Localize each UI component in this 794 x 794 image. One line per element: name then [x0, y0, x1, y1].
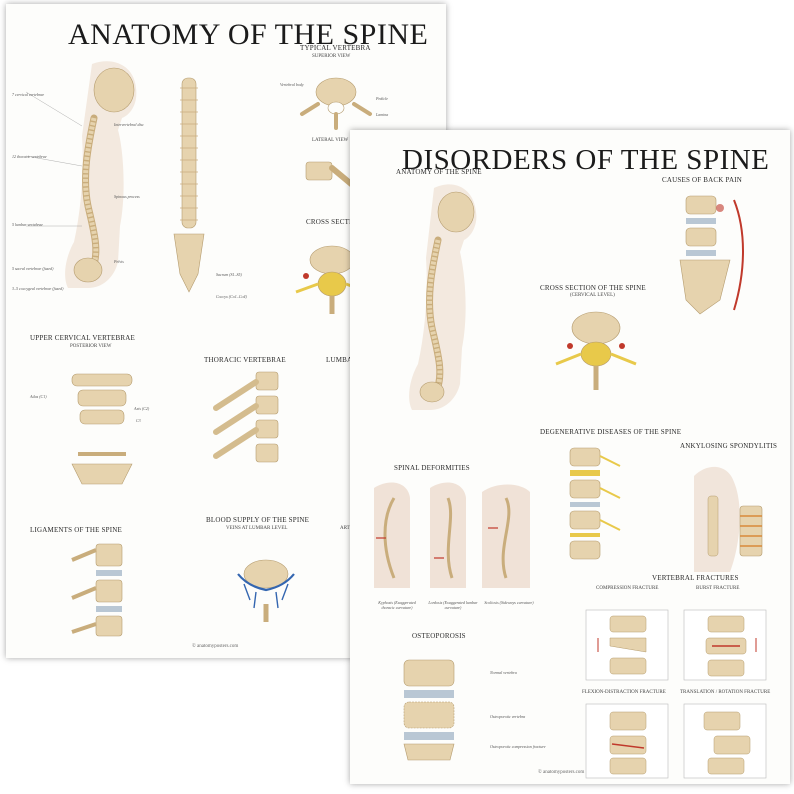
section-blood-supply: BLOOD SUPPLY OF THE SPINE [206, 516, 310, 524]
label-pelvis: Pelvis [114, 259, 124, 264]
label-lumbar: 5 lumbar vertebrae [12, 222, 43, 227]
label-osteoporotic-vertebra: Osteoporotic vertebra [490, 714, 526, 719]
label-scoliosis: Scoliosis (Sideways curvature) [484, 600, 534, 605]
section-causes: CAUSES OF BACK PAIN [662, 176, 742, 184]
label-lamina: Lamina [376, 112, 389, 117]
ankylosing-figure [674, 456, 774, 576]
label-c3: C3 [136, 418, 141, 423]
label-osteoporotic-compression: Osteoporotic compression fracture [490, 744, 546, 749]
label-normal-vertebra: Normal vertebra [490, 670, 517, 675]
label-coccyx: Coccyx (Co1–Co4) [216, 294, 247, 299]
anatomy-spine-figure [374, 178, 504, 428]
section-upper-cervical-posterior: POSTERIOR VIEW [70, 344, 112, 349]
poster-title: DISORDERS OF THE SPINE [402, 144, 770, 176]
label-axis: Axis (C2) [134, 406, 150, 411]
label-pedicle: Pedicle [376, 96, 388, 101]
section-lumbar: LUMBAR V [326, 356, 365, 364]
degenerative-figure [550, 442, 630, 562]
blood-supply-figure [226, 544, 306, 624]
cervical-cross-section-figure [546, 304, 646, 394]
causes-back-pain-figure [650, 190, 760, 320]
section-upper-cervical: UPPER CERVICAL VERTEBRAE [30, 334, 135, 342]
label-intervertebral-disc: Intervertebral disc [114, 122, 144, 127]
section-ankylosing: ANKYLOSING SPONDYLITIS [680, 442, 778, 450]
section-thoracic: THORACIC VERTEBRAE [204, 356, 286, 364]
label-spinous-process: Spinous process [114, 194, 140, 199]
label-flexion-fracture: FLEXION-DISTRACTION FRACTURE [582, 690, 666, 695]
section-typical-vertebra: TYPICAL VERTEBRA [300, 44, 371, 52]
section-deformities: SPINAL DEFORMITIES [394, 464, 470, 472]
deformities-figure [364, 478, 534, 598]
osteoporosis-figure [374, 654, 494, 764]
label-atlas: Atlas (C1) [30, 394, 47, 399]
label-lordosis: Lordosis (Exaggerated lumbar curvature) [428, 600, 478, 610]
disorders-poster: DISORDERS OF THE SPINE ANATOMY OF THE SP… [350, 130, 790, 784]
label-vertebral-body: Vertebral body [280, 82, 304, 87]
section-degenerative: DEGENERATIVE DISEASES OF THE SPINE [540, 428, 682, 436]
thoracic-figure [206, 368, 296, 478]
label-translation-fracture: TRANSLATION / ROTATION FRACTURE [680, 690, 771, 695]
section-cross-section-sub: (CERVICAL LEVEL) [570, 293, 615, 298]
footer-copyright: © anatomyposters.com [192, 644, 239, 649]
section-fractures: VERTEBRAL FRACTURES [652, 574, 739, 582]
section-typical-vertebra-superior: SUPERIOR VIEW [312, 54, 351, 59]
posterior-spine-figure [164, 74, 214, 304]
section-osteoporosis: OSTEOPOROSIS [412, 632, 466, 640]
ligaments-figure [66, 540, 146, 640]
fracture-panels [584, 608, 774, 788]
label-kyphosis: Kyphosis (Exaggerated thoracic curvature… [378, 600, 416, 610]
footer-copyright: © anatomyposters.com [538, 770, 585, 775]
section-anatomy: ANATOMY OF THE SPINE [396, 168, 482, 176]
section-cross-section: CROSS SECTION OF THE SPINE [540, 284, 646, 292]
poster-title: ANATOMY OF THE SPINE [68, 18, 429, 51]
lateral-spine-figure [22, 56, 172, 306]
section-typical-vertebra-lateral: LATERAL VIEW [312, 138, 349, 143]
section-ligaments: LIGAMENTS OF THE SPINE [30, 526, 122, 534]
label-thoracic: 12 thoracic vertebrae [12, 154, 47, 159]
label-burst-fracture: BURST FRACTURE [696, 586, 740, 591]
label-cervical: 7 cervical vertebrae [12, 92, 45, 97]
label-compression-fracture: COMPRESSION FRACTURE [596, 586, 659, 591]
label-sacrum: Sacrum (S1–S5) [216, 272, 242, 277]
upper-cervical-figure [62, 364, 142, 514]
vertebra-superior-figure [296, 74, 376, 130]
section-blood-supply-veins: VEINS AT LUMBAR LEVEL [226, 526, 288, 531]
label-coccygeal: 3–5 coccygeal vertebrae (fused) [12, 286, 64, 291]
label-sacral: 5 sacral vertebrae (fused) [12, 266, 54, 271]
